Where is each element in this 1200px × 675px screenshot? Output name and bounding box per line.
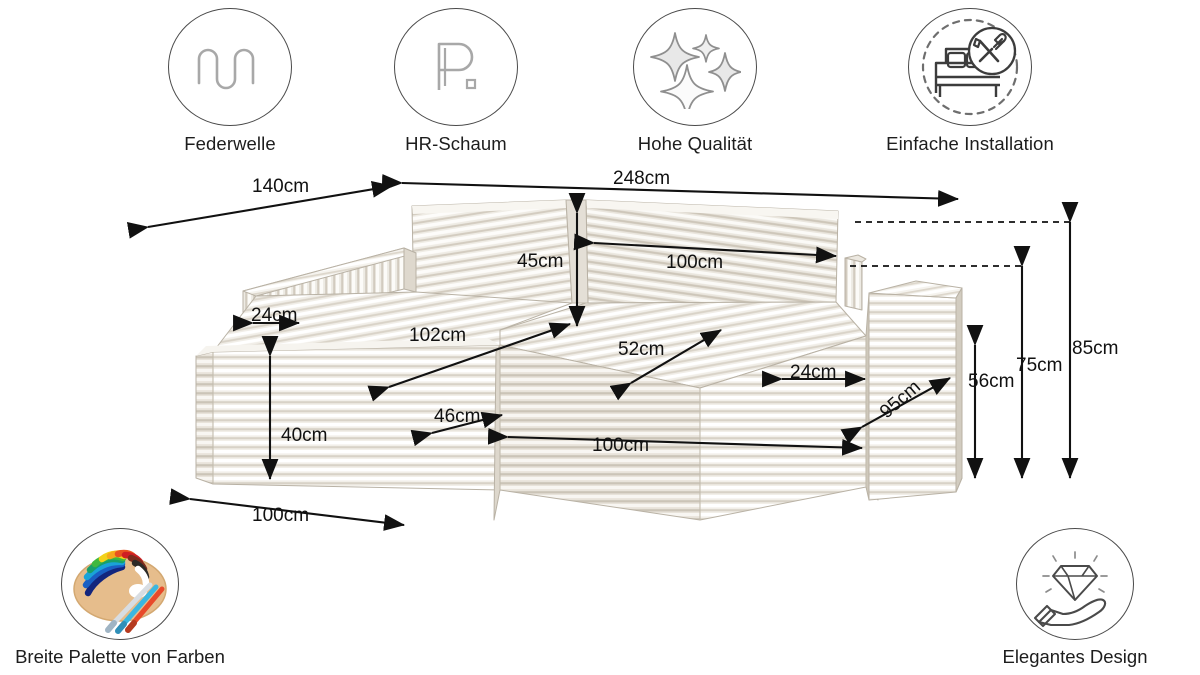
bed-tools-icon	[921, 18, 1019, 116]
badge-ring	[61, 528, 179, 640]
badge-breite-palette-von-farben: Breite Palette von Farben	[5, 528, 235, 668]
dim-label-140: 140cm	[252, 176, 310, 197]
dim-label-102: 102cm	[409, 325, 467, 346]
feature-ring	[633, 8, 757, 126]
feature-label: Einfache Installation	[886, 133, 1054, 154]
hand-diamond-icon	[1033, 551, 1108, 628]
badge-ring	[1016, 528, 1134, 640]
dim-label-24-left: 24cm	[251, 305, 298, 326]
feature-ring	[908, 8, 1032, 126]
feature-label: HR-Schaum	[405, 133, 507, 154]
dim-label-100-chaise: 100cm	[252, 505, 310, 526]
badge-elegantes-design: Elegantes Design	[960, 528, 1190, 668]
badge-label: Breite Palette von Farben	[15, 646, 225, 667]
feature-hohe-qualitat: Hohe Qualität	[620, 8, 770, 155]
paint-palette-icon	[73, 549, 167, 634]
dim-label-45: 45cm	[517, 251, 564, 272]
badge-label: Elegantes Design	[1002, 646, 1148, 667]
dim-label-100-backrest: 100cm	[666, 252, 724, 273]
dim-label-56: 56cm	[968, 371, 1015, 392]
feature-ring	[168, 8, 292, 126]
feature-federwelle: Federwelle	[155, 8, 305, 155]
dim-label-248: 248cm	[613, 168, 671, 189]
dim-label-100-seat: 100cm	[592, 435, 650, 456]
feature-hr-schaum: HR-Schaum	[381, 8, 531, 155]
dim-label-85: 85cm	[1072, 338, 1119, 359]
feature-einfache-installation: Einfache Installation	[855, 8, 1085, 155]
dim-label-52: 52cm	[618, 339, 665, 360]
spring-wave-icon	[197, 48, 255, 90]
foam-p-icon	[437, 42, 477, 90]
feature-ring	[394, 8, 518, 126]
dim-label-24-right: 24cm	[790, 362, 837, 383]
feature-label: Federwelle	[184, 133, 276, 154]
dim-label-40: 40cm	[281, 425, 328, 446]
dim-label-75: 75cm	[1016, 355, 1063, 376]
feature-label: Hohe Qualität	[637, 133, 753, 154]
sparkles-icon	[650, 32, 741, 109]
dim-label-46: 46cm	[434, 406, 481, 427]
